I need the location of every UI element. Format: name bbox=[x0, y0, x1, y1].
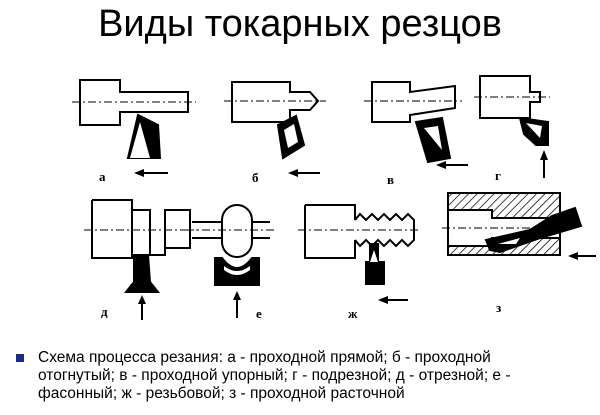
page-title: Виды токарных резцов bbox=[98, 3, 502, 45]
figure-label-z: з bbox=[496, 300, 501, 315]
figure-label-d: д bbox=[101, 304, 108, 319]
cutter-d bbox=[123, 254, 161, 293]
caption-line-1: Схема процесса резания: а - проходной пр… bbox=[38, 349, 491, 366]
figure-b: б bbox=[224, 81, 326, 185]
figure-label-a: а bbox=[99, 169, 106, 184]
figure-label-b: б bbox=[252, 170, 259, 185]
diagram-caption: Схема процесса резания: а - проходной пр… bbox=[16, 349, 588, 403]
figure-label-v: в bbox=[387, 172, 394, 187]
figure-a: а bbox=[72, 79, 196, 184]
figure-d: д bbox=[84, 199, 198, 320]
cutter-zh bbox=[365, 243, 385, 285]
figure-g: г bbox=[474, 75, 550, 183]
caption-line-2: отогнутый; в - проходной упорный; г - по… bbox=[38, 367, 511, 384]
figure-e: е bbox=[186, 204, 276, 321]
cutter-types-diagram: а б в г д bbox=[72, 75, 596, 321]
figure-label-g: г bbox=[495, 168, 501, 183]
caption-line-3: фасонный; ж - резьбовой; з - проходной р… bbox=[38, 385, 405, 402]
figure-v: в bbox=[364, 81, 468, 187]
cutter-v bbox=[414, 116, 452, 164]
figure-z: з bbox=[442, 192, 596, 315]
figure-zh: ж bbox=[298, 204, 420, 321]
figure-label-zh: ж bbox=[348, 306, 358, 321]
figure-label-e: е bbox=[256, 306, 262, 321]
bullet-icon bbox=[16, 354, 24, 362]
